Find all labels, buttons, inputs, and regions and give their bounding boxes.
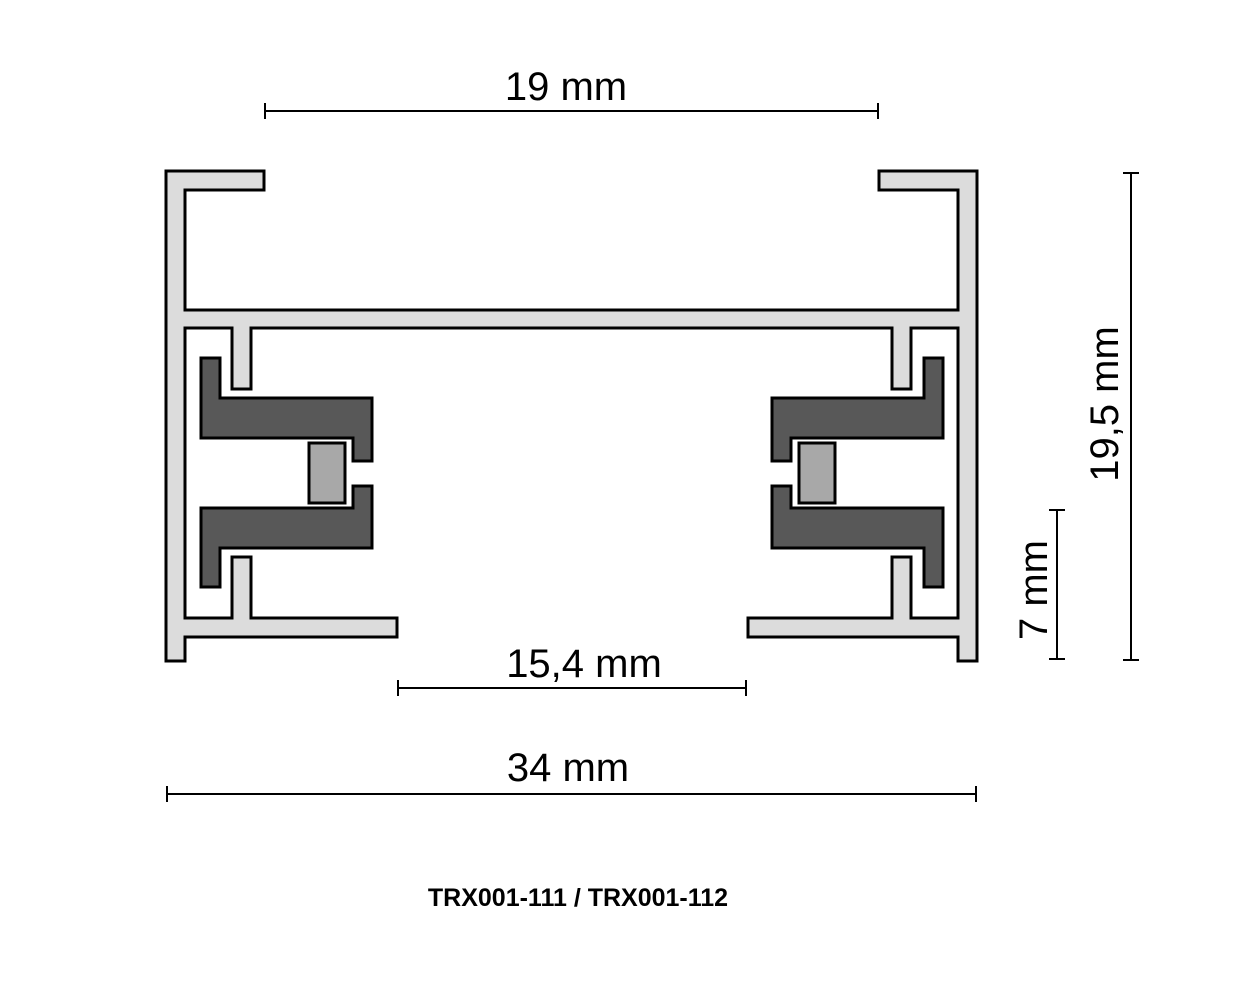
dimension-label-bottom-opening: 15,4 mm [506,642,662,686]
dimension-label-total-height: 19,5 mm [1083,326,1127,482]
dimension-label-total-width: 34 mm [507,746,629,790]
dimension-total-height: 19,5 mm [1083,172,1139,661]
dimension-bottom-opening: 15,4 mm [397,642,747,696]
right-upper-conductor [770,356,945,463]
right-insulator-insert [797,441,837,505]
left-lower-conductor [199,484,374,589]
dimension-lower-height: 7 mm [1012,509,1065,660]
dimension-total-width: 34 mm [166,746,977,802]
left-upper-conductor [199,356,374,463]
dimension-label-top-opening: 19 mm [505,65,627,109]
dimension-top-opening: 19 mm [264,65,879,119]
right-lower-conductor [770,484,945,589]
dimension-label-lower-height: 7 mm [1012,540,1056,640]
left-insulator-insert [307,441,347,505]
product-code-caption: TRX001-111 / TRX001-112 [428,884,728,912]
right-conductor-assembly [770,356,945,589]
profile-body [164,169,979,663]
left-conductor-assembly [199,356,374,589]
